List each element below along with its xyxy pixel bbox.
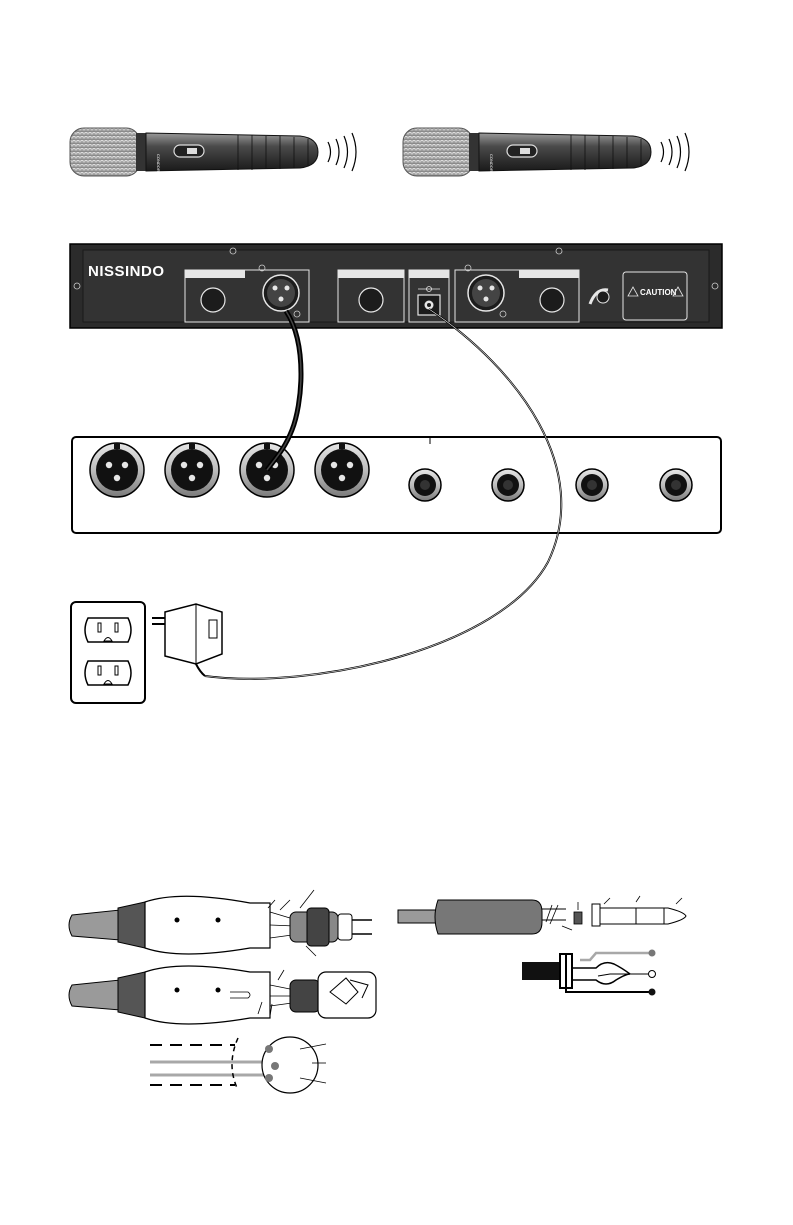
quarter-inch-output-1[interactable] [201, 288, 225, 312]
quarter-inch-input-4[interactable] [660, 469, 692, 501]
sound-waves-icon [661, 133, 689, 171]
mixer-input-panel [72, 437, 721, 533]
outlet-socket-bottom[interactable] [85, 661, 131, 685]
mic-2-label: CONDOR [489, 154, 494, 172]
quarter-inch-schematic [522, 950, 656, 996]
xlr-female-connector [69, 966, 376, 1024]
quarter-inch-plug [398, 896, 686, 934]
outlet-socket-top[interactable] [85, 618, 131, 642]
xlr-input-1[interactable] [90, 443, 144, 497]
receiver-rear-panel: NISSINDO [70, 244, 722, 328]
caution-text: CAUTION [640, 288, 677, 297]
xlr-input-2[interactable] [165, 443, 219, 497]
xlr-male-connector [69, 890, 372, 956]
sound-waves-icon [328, 133, 356, 171]
quarter-inch-mix-output[interactable] [359, 288, 383, 312]
wall-outlet [71, 602, 145, 703]
xlr-input-4[interactable] [315, 443, 369, 497]
quarter-inch-input-3[interactable] [576, 469, 608, 501]
microphone-2: CONDOR [403, 128, 651, 176]
quarter-inch-input-1[interactable] [409, 469, 441, 501]
microphone-1: CONDOR [70, 128, 318, 176]
quarter-inch-output-2[interactable] [540, 288, 564, 312]
quarter-inch-input-2[interactable] [492, 469, 524, 501]
mic-1-label: CONDOR [156, 154, 161, 172]
power-adapter [152, 604, 222, 676]
brand-logo: NISSINDO [88, 263, 165, 280]
xlr-pinout-schematic [150, 1037, 326, 1093]
